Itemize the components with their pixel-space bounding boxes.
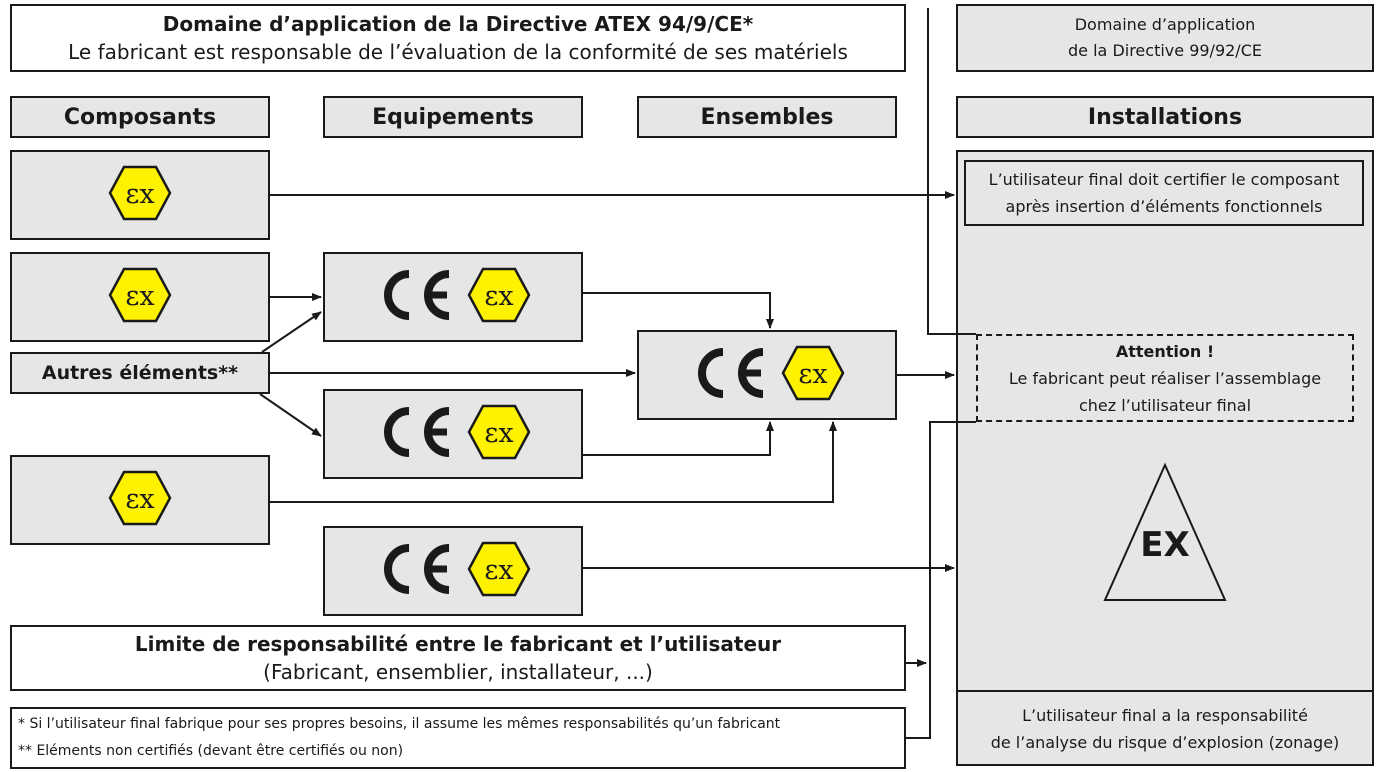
equipment-box-2: εx bbox=[323, 389, 583, 479]
svg-text:εx: εx bbox=[484, 281, 513, 312]
ex-hexagon-icon: εx bbox=[108, 267, 172, 327]
attention-title: Attention ! bbox=[1115, 341, 1215, 361]
autres-elements-box: Autres éléments** bbox=[10, 352, 270, 394]
attention-line2: chez l’utilisateur final bbox=[1078, 395, 1252, 415]
footnote-2: ** Eléments non certifiés (devant être c… bbox=[18, 743, 404, 759]
ce-mark-icon bbox=[375, 266, 453, 328]
svg-text:εx: εx bbox=[125, 179, 154, 210]
ex-hexagon-icon: εx bbox=[467, 267, 531, 327]
assembly-box: εx bbox=[637, 330, 897, 420]
equipment-box-3: εx bbox=[323, 526, 583, 616]
installations-panel bbox=[956, 150, 1374, 766]
ex-hexagon-icon: εx bbox=[108, 470, 172, 530]
certify-note: L’utilisateur final doit certifier le co… bbox=[964, 160, 1364, 226]
footnote-1: * Si l’utilisateur final fabrique pour s… bbox=[18, 716, 781, 732]
title-sub: Le fabricant est responsable de l’évalua… bbox=[68, 40, 848, 64]
ex-hexagon-icon: εx bbox=[467, 541, 531, 601]
column-composants: Composants bbox=[10, 96, 270, 138]
arrow-autres-e2 bbox=[259, 393, 322, 437]
ce-mark-icon bbox=[375, 540, 453, 602]
title-main: Domaine d’application de la Directive AT… bbox=[162, 12, 754, 36]
ex-hexagon-icon: εx bbox=[467, 404, 531, 464]
scope-box: Domaine d’application de la Directive 99… bbox=[956, 4, 1374, 72]
svg-text:εx: εx bbox=[798, 359, 827, 390]
column-ensembles: Ensembles bbox=[637, 96, 897, 138]
title-box: Domaine d’application de la Directive AT… bbox=[10, 4, 906, 72]
footnotes-box: * Si l’utilisateur final fabrique pour s… bbox=[10, 707, 906, 769]
certify-line2: après insertion d’éléments fonctionnels bbox=[1005, 197, 1323, 216]
column-installations: Installations bbox=[956, 96, 1374, 138]
ce-mark-icon bbox=[689, 344, 767, 406]
certify-line1: L’utilisateur final doit certifier le co… bbox=[988, 170, 1340, 189]
attention-box: Attention ! Le fabricant peut réaliser l… bbox=[976, 334, 1354, 422]
svg-text:εx: εx bbox=[484, 555, 513, 586]
svg-text:εx: εx bbox=[484, 418, 513, 449]
installations-divider bbox=[956, 690, 1374, 692]
arrow-e1-assembly bbox=[583, 292, 774, 329]
scope-line2: de la Directive 99/92/CE bbox=[1068, 41, 1262, 60]
ex-hexagon-icon: εx bbox=[108, 165, 172, 225]
zoning-line1: L’utilisateur final a la responsabilité bbox=[1022, 706, 1308, 725]
scope-line1: Domaine d’application bbox=[1074, 15, 1256, 34]
arrow-autres-e1 bbox=[261, 311, 322, 353]
limit-box: Limite de responsabilité entre le fabric… bbox=[10, 625, 906, 691]
ce-mark-icon bbox=[375, 403, 453, 465]
arrow-e2-assembly bbox=[583, 421, 774, 456]
component-box-2: εx bbox=[10, 252, 270, 342]
zoning-line2: de l’analyse du risque d’explosion (zona… bbox=[990, 733, 1340, 752]
zoning-note: L’utilisateur final a la responsabilité … bbox=[958, 696, 1372, 762]
limit-line2: (Fabricant, ensemblier, installateur, ..… bbox=[263, 660, 653, 684]
column-equipements: Equipements bbox=[323, 96, 583, 138]
svg-text:εx: εx bbox=[125, 484, 154, 515]
attention-line1: Le fabricant peut réaliser l’assemblage bbox=[1008, 368, 1322, 388]
equipment-box-1: εx bbox=[323, 252, 583, 342]
component-box-3: εx bbox=[10, 455, 270, 545]
limit-line1: Limite de responsabilité entre le fabric… bbox=[134, 632, 782, 656]
component-box-1: εx bbox=[10, 150, 270, 240]
autres-elements-label: Autres éléments** bbox=[41, 362, 239, 384]
svg-text:εx: εx bbox=[125, 281, 154, 312]
ex-hexagon-icon: εx bbox=[781, 345, 845, 405]
